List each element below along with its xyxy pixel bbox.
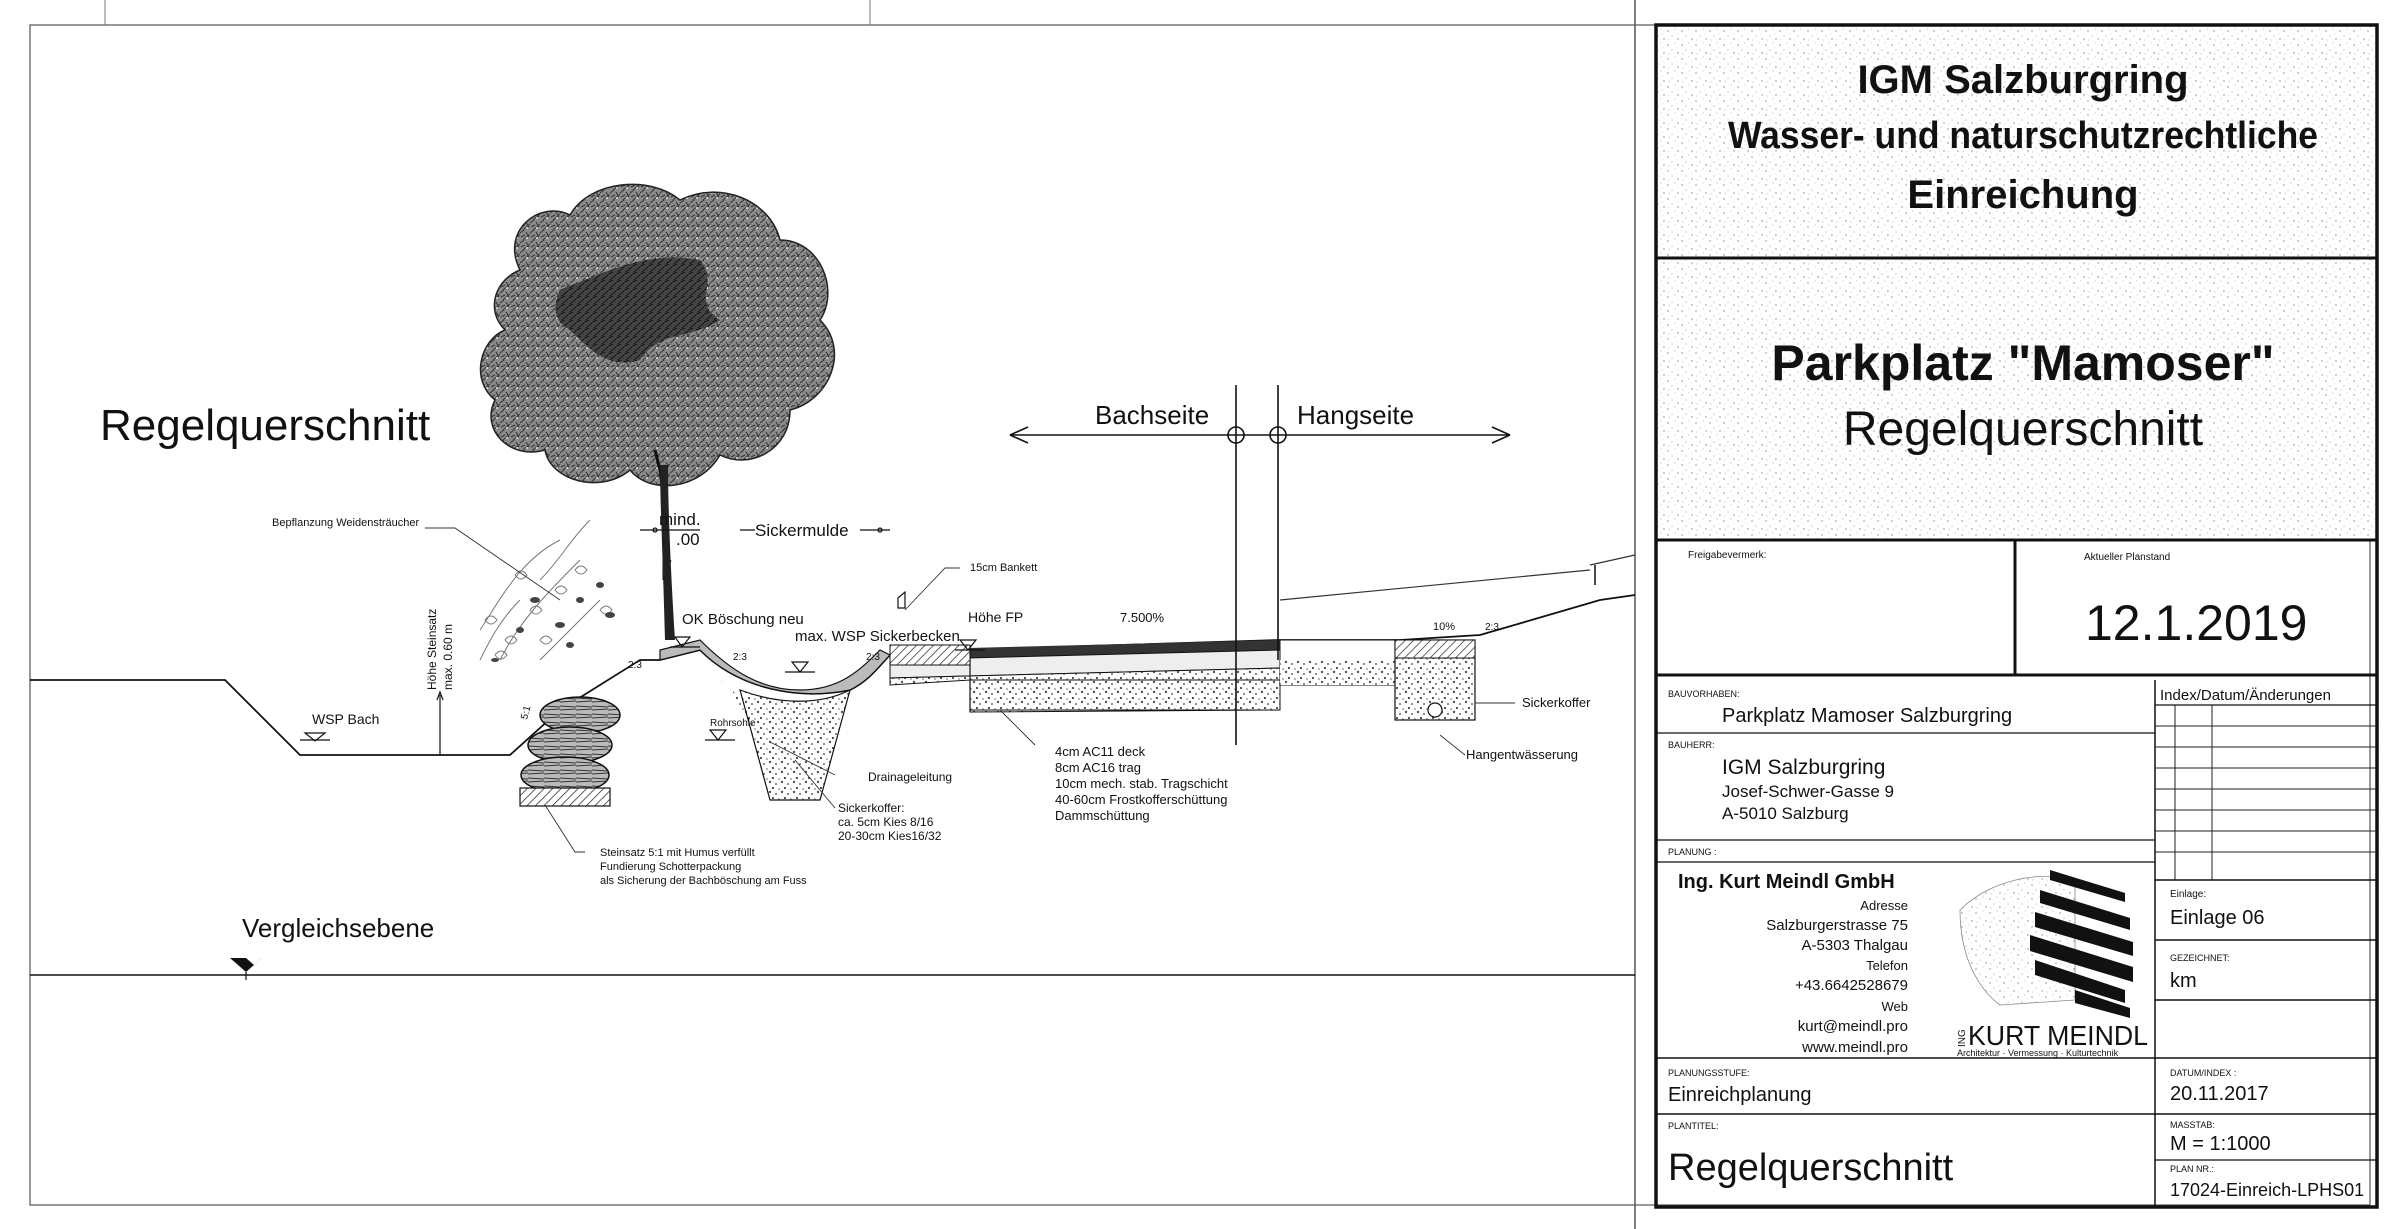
label-layer-3: 10cm mech. stab. Tragschicht bbox=[1055, 776, 1228, 791]
bauvorhaben-value: Parkplatz Mamoser Salzburgring bbox=[1722, 705, 2012, 727]
label-layer-4: 40-60cm Frostkofferschüttung bbox=[1055, 792, 1227, 807]
label-gradient-main: 7.500% bbox=[1120, 610, 1165, 625]
kurt-meindl-logo: ING KURT MEINDL Architektur · Vermessung… bbox=[1957, 870, 2148, 1058]
web-label: Web bbox=[1882, 999, 1909, 1014]
drawing-title: Regelquerschnitt bbox=[100, 401, 430, 450]
einlage-value: Einlage 06 bbox=[2170, 907, 2265, 929]
label-steinsatz-3: als Sicherung der Bachböschung am Fuss bbox=[600, 875, 807, 887]
label-slope-51: 5:1 bbox=[519, 704, 533, 721]
label-sickerkoffer-left-2: ca. 5cm Kies 8/16 bbox=[838, 815, 934, 829]
einlage-label: Einlage: bbox=[2170, 889, 2206, 900]
telefon-label: Telefon bbox=[1866, 958, 1908, 973]
label-stone-height-2: max. 0.60 m bbox=[441, 624, 455, 690]
label-slope-a: 2:3 bbox=[628, 660, 642, 671]
label-sickerkoffer-left-1: Sickerkoffer: bbox=[838, 801, 904, 815]
masstab-label: MASSTAB: bbox=[2170, 1120, 2215, 1130]
datum-value: 20.11.2017 bbox=[2170, 1083, 2269, 1105]
label-vergleichsebene: Vergleichsebene bbox=[242, 913, 434, 943]
aktueller-value: 12.1.2019 bbox=[2085, 595, 2307, 651]
gezeichnet-label: GEZEICHNET: bbox=[2170, 953, 2230, 963]
label-wsp-sicker: max. WSP Sickerbecken bbox=[795, 628, 960, 645]
label-sickerkoffer-right: Sickerkoffer bbox=[1522, 695, 1591, 710]
label-hoehe-fp: Höhe FP bbox=[968, 609, 1023, 625]
city: A-5303 Thalgau bbox=[1802, 937, 1908, 954]
section-left-label: Bachseite bbox=[1095, 400, 1209, 430]
label-layer-5: Dammschüttung bbox=[1055, 808, 1150, 823]
title-block: IGM Salzburgring Wasser- und naturschutz… bbox=[1654, 23, 2379, 1209]
stone-revetment bbox=[519, 696, 621, 807]
logo-tagline: Architektur · Vermessung · Kulturtechnik bbox=[1957, 1048, 2119, 1058]
gezeichnet-value: km bbox=[2170, 970, 2197, 992]
section-right-label: Hangseite bbox=[1297, 400, 1414, 430]
datum-label: DATUM/INDEX : bbox=[2170, 1068, 2236, 1078]
bauherr-name: IGM Salzburgring bbox=[1722, 756, 1885, 779]
willow-shrub bbox=[479, 519, 613, 661]
label-drainage: Drainageleitung bbox=[868, 770, 952, 784]
phone: +43.6642528679 bbox=[1795, 977, 1908, 994]
planung-label: PLANUNG : bbox=[1668, 847, 1717, 857]
bauvorhaben-label: BAUVORHABEN: bbox=[1668, 689, 1740, 699]
section-axis bbox=[1009, 385, 1511, 745]
bauherr-street: Josef-Schwer-Gasse 9 bbox=[1722, 782, 1894, 801]
masstab-value: M = 1:1000 bbox=[2170, 1133, 2271, 1155]
logo-name: KURT MEINDL bbox=[1968, 1020, 2148, 1051]
label-sickermulde: Sickermulde bbox=[755, 521, 849, 540]
email: kurt@meindl.pro bbox=[1798, 1018, 1908, 1035]
plan-type: Regelquerschnitt bbox=[1843, 403, 2203, 456]
logo-small-text: ING bbox=[1957, 1029, 1968, 1047]
label-slope-d: 2:3 bbox=[1485, 622, 1499, 633]
label-stone-height-1: Höhe Steinsatz bbox=[425, 609, 439, 690]
pavement-layers bbox=[889, 639, 1476, 721]
bauherr-city: A-5010 Salzburg bbox=[1722, 804, 1849, 823]
plan-name: Parkplatz "Mamoser" bbox=[1771, 335, 2274, 391]
aktueller-label: Aktueller Planstand bbox=[2084, 552, 2170, 563]
plantitel-value: Regelquerschnitt bbox=[1668, 1147, 1954, 1189]
label-mind-2: .00 bbox=[676, 530, 700, 549]
label-mind-1: mind. bbox=[659, 510, 701, 529]
label-sickerkoffer-left-3: 20-30cm Kies16/32 bbox=[838, 829, 942, 843]
plantitel-label: PLANTITEL: bbox=[1668, 1121, 1719, 1131]
planungsstufe-label: PLANUNGSSTUFE: bbox=[1668, 1068, 1750, 1078]
label-slope-c: 2:3 bbox=[866, 652, 880, 663]
index-label: Index/Datum/Änderungen bbox=[2160, 687, 2331, 704]
freigabe-label: Freigabevermerk: bbox=[1688, 550, 1766, 561]
adresse-label: Adresse bbox=[1860, 898, 1908, 913]
cross-section-drawing: Regelquerschnitt bbox=[30, 183, 1636, 980]
label-steinsatz-1: Steinsatz 5:1 mit Humus verfüllt bbox=[600, 847, 755, 859]
label-layer-1: 4cm AC11 deck bbox=[1055, 744, 1146, 759]
bauherr-label: BAUHERR: bbox=[1668, 740, 1715, 750]
label-wsp-bach: WSP Bach bbox=[312, 711, 379, 727]
street: Salzburgerstrasse 75 bbox=[1766, 917, 1908, 934]
label-slope-b: 2:3 bbox=[733, 652, 747, 663]
planungsstufe-value: Einreichplanung bbox=[1668, 1084, 1811, 1106]
plannr-label: PLAN NR.: bbox=[2170, 1164, 2214, 1174]
label-rohrsohle: Rohrsohle bbox=[710, 718, 756, 729]
plannr-value: 17024-Einreich-LPHS01 bbox=[2170, 1180, 2364, 1200]
sheet-border bbox=[29, 24, 2371, 1206]
label-hangentwaesserung: Hangentwässerung bbox=[1466, 747, 1578, 762]
project-subtitle-1: Wasser- und naturschutzrechtliche bbox=[1728, 115, 2318, 157]
project-subtitle-2: Einreichung bbox=[1907, 173, 2138, 217]
label-layer-2: 8cm AC16 trag bbox=[1055, 760, 1141, 775]
label-gradient-right: 10% bbox=[1433, 621, 1455, 633]
label-steinsatz-2: Fundierung Schotterpackung bbox=[600, 861, 741, 873]
project-title: IGM Salzburgring bbox=[1857, 58, 2188, 102]
label-plant: Bepflanzung Weidensträucher bbox=[272, 517, 420, 529]
label-ok-boeschung: OK Böschung neu bbox=[682, 611, 804, 628]
tree-illustration bbox=[479, 183, 836, 640]
company-name: Ing. Kurt Meindl GmbH bbox=[1678, 871, 1895, 893]
label-bankett: 15cm Bankett bbox=[970, 562, 1037, 574]
website: www.meindl.pro bbox=[1801, 1039, 1908, 1056]
